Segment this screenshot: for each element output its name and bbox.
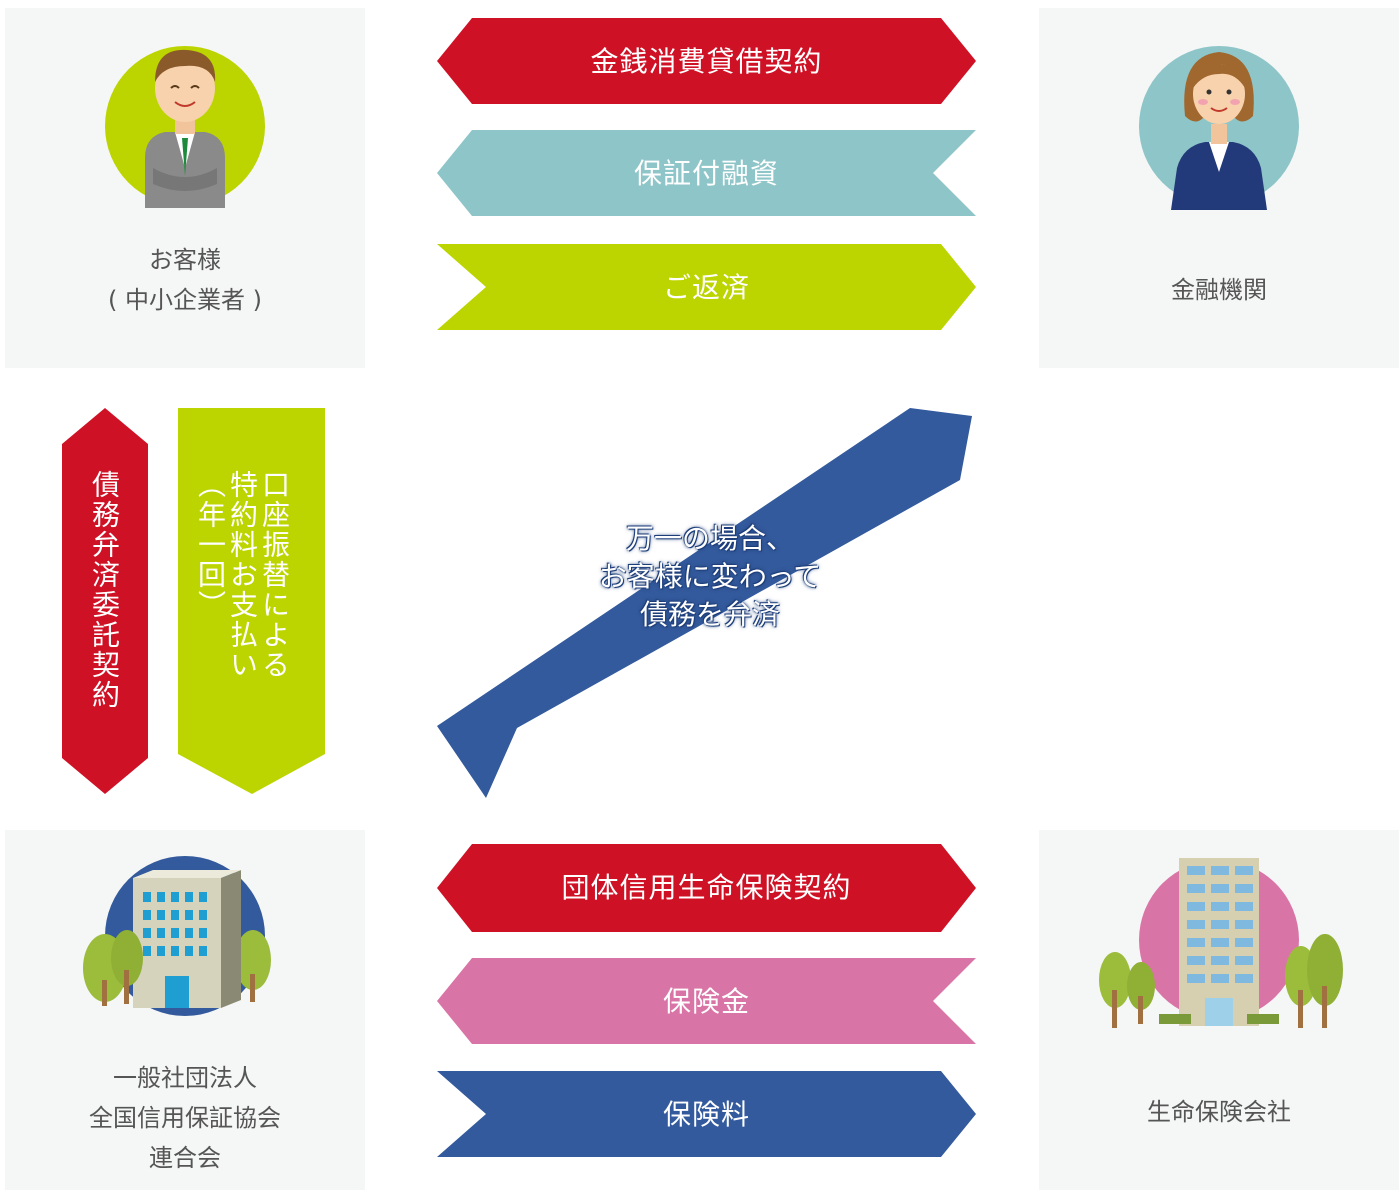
insurance-money-label: 保険金 [662,985,750,1018]
group-insurance-contract-label: 団体信用生命保険契約 [561,871,852,904]
guaranteed-loan-arrow [437,130,976,216]
bank-label: 金融機関 [1171,276,1267,304]
diagonal-arrow [437,408,972,798]
customer-label: お客様 ( 中小企業者 ) [108,246,262,314]
bank-box: 金融機関 [1039,8,1399,368]
customer-box: お客様 ( 中小企業者 ) [5,8,365,368]
debt-repayment-contract-label: 債務弁済委託契約 [88,470,121,710]
fee-payment-label: 口座振替による 特約料お支払い （年一回） [194,470,291,680]
group-insurance-contract-arrow [437,844,976,932]
insurer-label: 生命保険会社 [1147,1098,1291,1126]
premium-arrow [437,1071,976,1157]
repayment-label: ご返済 [662,271,750,304]
repayment-arrow [437,244,976,330]
association-label: 一般社団法人 全国信用保証協会 連合会 [89,1064,281,1172]
premium-label: 保険料 [662,1098,750,1131]
guaranteed-loan-label: 保証付融資 [633,157,779,190]
businesswoman-icon [1171,52,1267,210]
fee-payment-arrow [178,408,325,794]
insurance-money-arrow [437,958,976,1044]
loan-contract-label: 金銭消費貸借契約 [590,45,823,78]
diagonal-label: 万一の場合、 お客様に変わって 債務を弁済 [598,522,822,631]
businessman-icon [145,49,225,208]
association-box: 一般社団法人 全国信用保証協会 連合会 [5,830,365,1190]
office-building-icon [83,870,271,1008]
tall-building-icon [1099,858,1343,1028]
loan-contract-arrow [437,18,976,104]
debt-repayment-contract-arrow [62,408,148,794]
insurer-box: 生命保険会社 [1039,830,1399,1190]
